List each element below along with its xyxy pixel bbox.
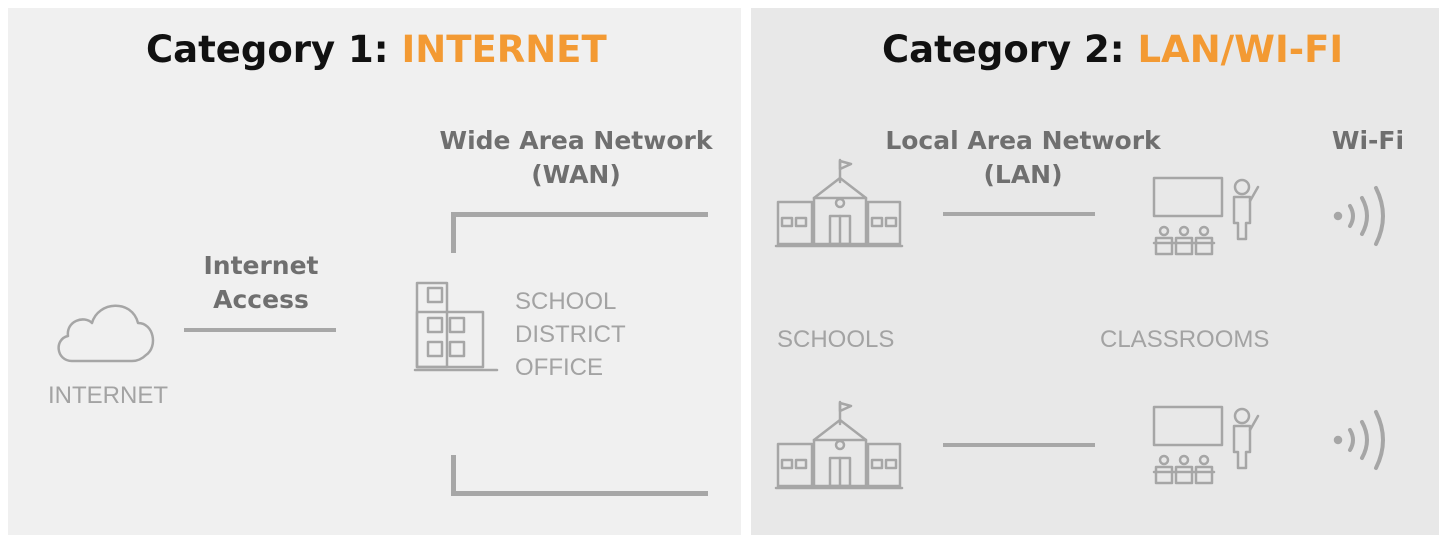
category-2-heading: Category 2: LAN/WI-FI: [882, 28, 1343, 71]
cloud-icon: [57, 304, 155, 363]
wan-label-line2: (WAN): [531, 160, 621, 189]
schools-label: SCHOOLS: [777, 326, 895, 353]
internet-label: INTERNET: [48, 382, 168, 409]
office-building-icon: [413, 281, 499, 372]
lan-label-line1: Local Area Network: [885, 126, 1161, 155]
lan-label: Local Area Network (LAN): [868, 124, 1178, 192]
category-1-prefix: Category 1:: [146, 28, 402, 71]
lan-line-top: [943, 212, 1095, 216]
lan-label-line2: (LAN): [983, 160, 1063, 189]
school-district-office-label: SCHOOL DISTRICT OFFICE: [515, 285, 626, 384]
wifi-icon: [1333, 410, 1385, 470]
school-icon: [774, 400, 904, 490]
category-2-highlight: LAN/WI-FI: [1137, 28, 1344, 71]
wifi-label: Wi-Fi: [1331, 126, 1405, 155]
category-1-heading: Category 1: INTERNET: [146, 28, 607, 71]
internet-access-label-line2: Access: [213, 285, 309, 314]
classroom-icon: [1152, 176, 1260, 256]
wan-label-line1: Wide Area Network: [439, 126, 713, 155]
classrooms-label: CLASSROOMS: [1100, 326, 1270, 353]
lan-line-bottom: [943, 443, 1095, 447]
category-2-prefix: Category 2:: [882, 28, 1138, 71]
category-1-panel: [8, 8, 741, 535]
office-label-line1: SCHOOL: [515, 288, 617, 315]
school-icon: [774, 158, 904, 248]
wifi-icon: [1333, 186, 1385, 246]
internet-access-label: Internet Access: [186, 249, 336, 317]
category-1-highlight: INTERNET: [401, 28, 607, 71]
wan-top-bracket: [451, 212, 456, 253]
wan-label: Wide Area Network (WAN): [422, 124, 730, 192]
internet-access-line: [184, 328, 336, 332]
classroom-icon: [1152, 405, 1260, 485]
wan-bottom-bracket: [451, 455, 456, 496]
office-label-line3: OFFICE: [515, 354, 603, 381]
office-label-line2: DISTRICT: [515, 321, 626, 348]
wan-bottom-line: [451, 491, 708, 496]
wan-top-line: [451, 212, 708, 217]
internet-access-label-line1: Internet: [203, 251, 319, 280]
